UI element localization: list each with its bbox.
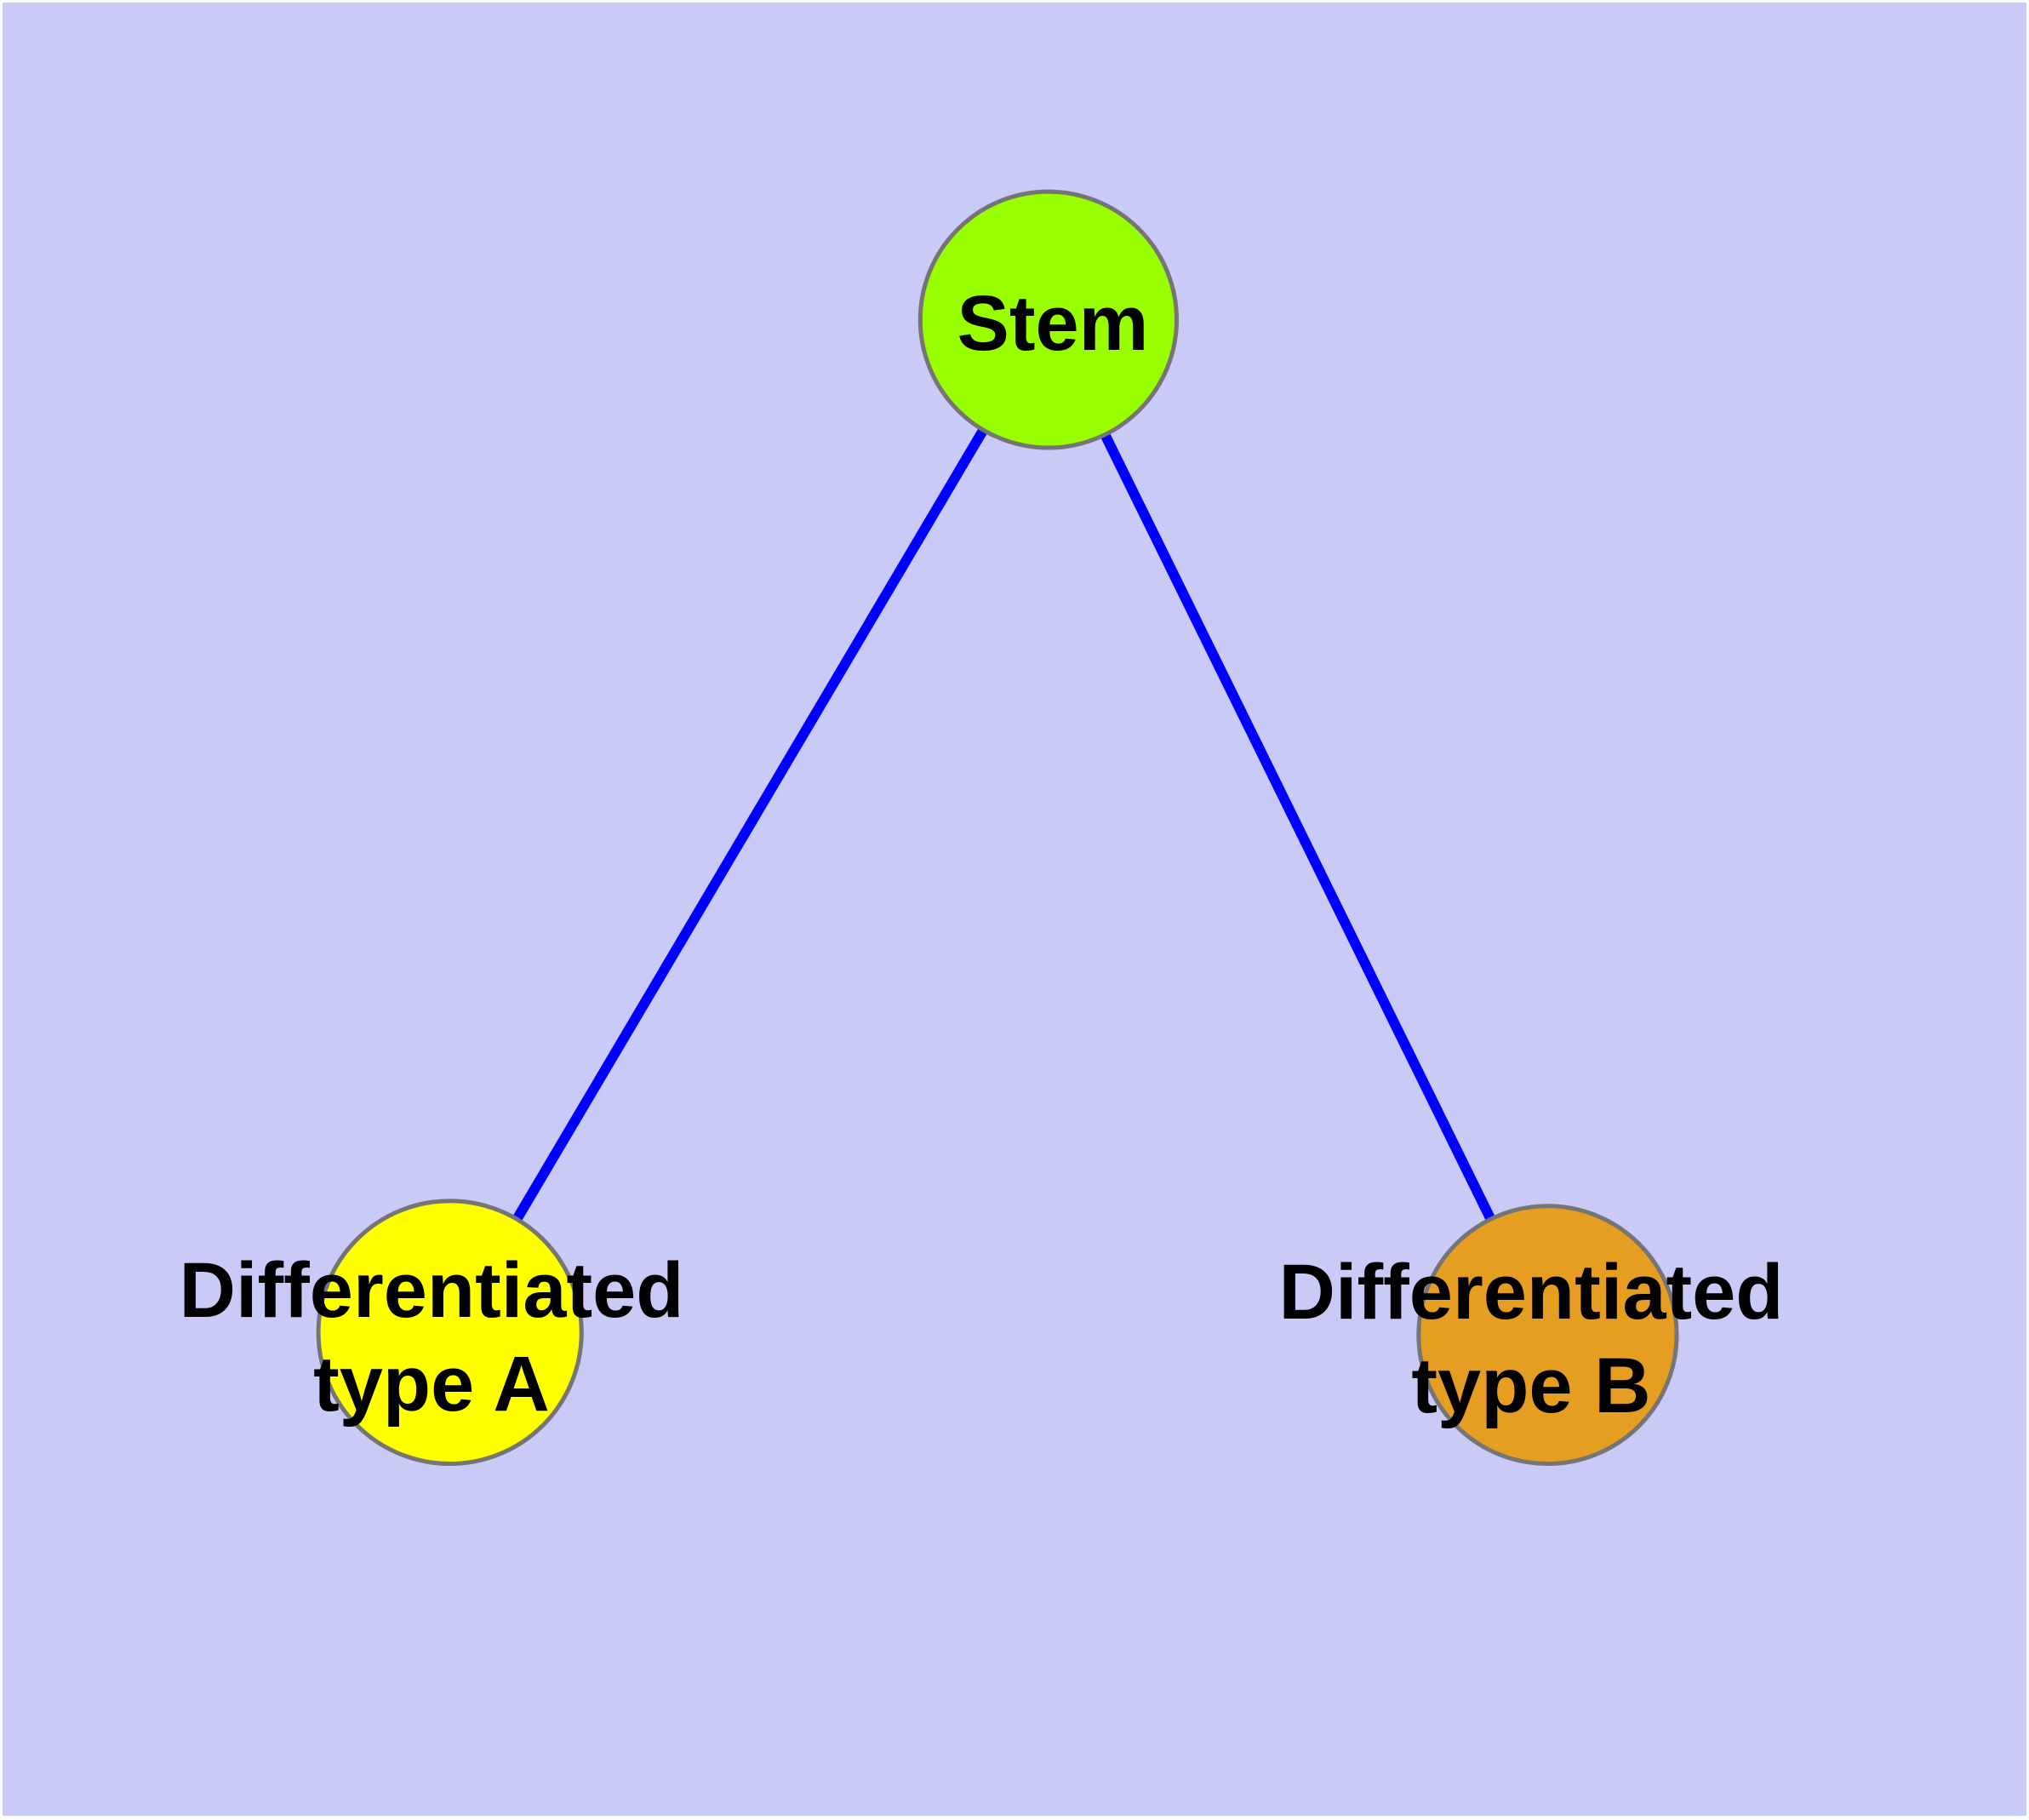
node-type-b-label: Differentiated type B [1279, 1245, 1784, 1433]
edge-stem-to-type-a [445, 317, 1054, 1336]
diagram-canvas: Stem Differentiated type A Differentiate… [3, 3, 2026, 1816]
node-type-b-label-line2: type B [1411, 1342, 1651, 1429]
node-stem-circle [917, 189, 1180, 450]
node-type-a-circle [316, 1199, 584, 1467]
node-type-b-label-line1: Differentiated [1278, 1249, 1784, 1336]
node-type-a-label-line2: type A [313, 1341, 550, 1428]
edge-stem-to-type-b [1043, 317, 1552, 1337]
node-type-b-circle [1416, 1204, 1679, 1467]
node-type-a-label-line1: Differentiated [179, 1247, 684, 1334]
graph-svg [316, 189, 1679, 1467]
node-stem-label: Stem [957, 280, 1149, 367]
node-type-a-label: Differentiated type A [180, 1244, 684, 1431]
